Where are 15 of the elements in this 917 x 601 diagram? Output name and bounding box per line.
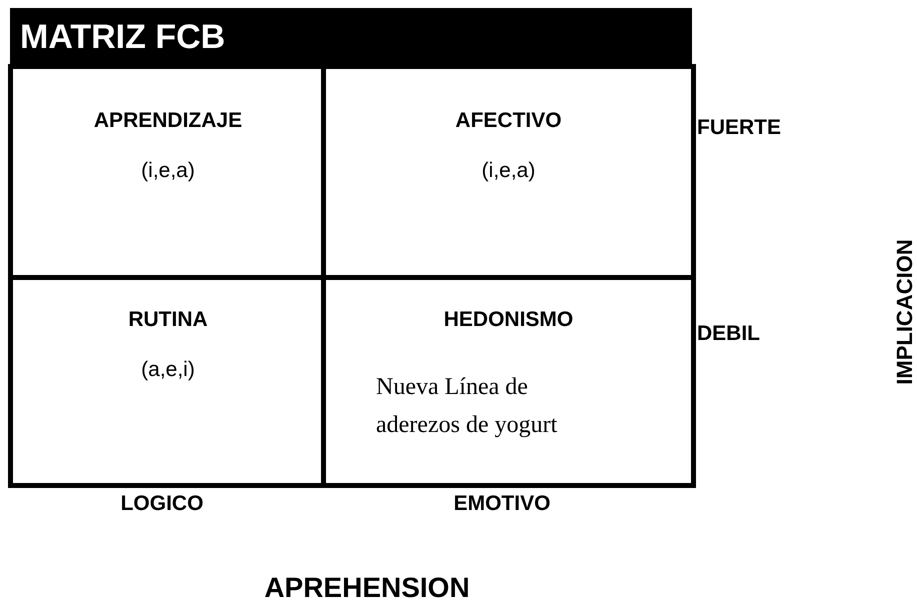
axis-label: APREHENSION: [264, 572, 470, 601]
quadrant-code: (i,e,a): [141, 159, 195, 183]
axis-label: IMPLICACION: [892, 239, 917, 385]
axis-label: LOGICO: [120, 492, 204, 516]
axis-label: EMOTIVO: [454, 492, 550, 516]
quadrant-title: RUTINA: [128, 308, 208, 332]
title-bar: MATRIZ FCB: [10, 8, 692, 66]
quadrant-title: APRENDIZAJE: [94, 109, 242, 133]
axis-label: DEBIL: [697, 322, 760, 346]
axis-label: FUERTE: [697, 116, 781, 140]
quadrant-code: (a,e,i): [141, 358, 195, 382]
note-text: Nueva Línea de aderezos de yogurt: [376, 373, 558, 440]
quadrant-title: HEDONISMO: [444, 308, 574, 332]
quadrant-title: AFECTIVO: [455, 109, 562, 133]
quadrant-code: (i,e,a): [482, 159, 536, 183]
